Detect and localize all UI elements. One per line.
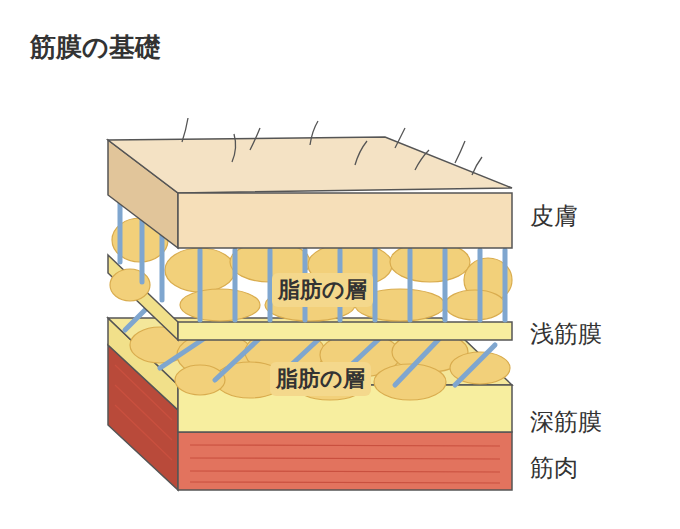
fat-layer: 脂肪の層: [272, 273, 373, 307]
layer-label: 皮膚: [530, 200, 578, 232]
fat-layer: 脂肪の層: [270, 362, 371, 396]
layer-text: 脂肪の層: [276, 366, 365, 391]
layer-text: 脂肪の層: [278, 277, 367, 302]
layer-label: 深筋膜: [530, 406, 602, 438]
layer-label: 浅筋膜: [530, 318, 602, 350]
diagram-title: 筋膜の基礎: [30, 30, 161, 65]
layer-label: 筋肉: [530, 452, 578, 484]
